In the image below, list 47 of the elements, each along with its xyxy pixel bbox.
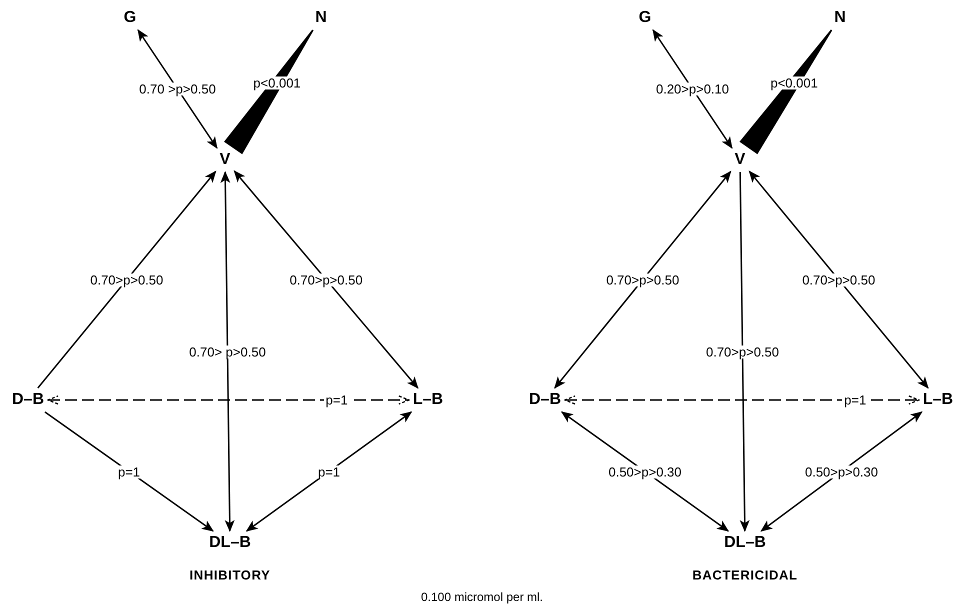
node-label: N xyxy=(834,10,846,26)
wedge-connector xyxy=(224,30,314,154)
edge-label: 0.50>p>0.30 xyxy=(802,465,880,478)
node-label: N xyxy=(315,10,327,26)
arrow xyxy=(554,170,732,389)
node-label: V xyxy=(734,152,746,168)
edge-label: 0.50>p>0.30 xyxy=(606,465,684,478)
arrow xyxy=(246,411,412,532)
node-label: V xyxy=(220,152,230,168)
edge-label: p=1 xyxy=(316,465,342,478)
arrow xyxy=(739,172,750,532)
node-label: D–B xyxy=(529,392,561,408)
panel-title: INHIBITORY xyxy=(190,566,270,584)
arrow xyxy=(760,411,923,532)
panel-title: BACTERICIDAL xyxy=(692,566,798,584)
edge-label: 0.70 >p>0.50 xyxy=(137,82,218,96)
edge-label: 0.70> p>0.50 xyxy=(187,345,268,358)
node-label: D–B xyxy=(12,392,44,408)
arrow xyxy=(44,411,214,532)
node-label: DL–B xyxy=(209,535,251,551)
arrow xyxy=(652,29,733,149)
edge-label: 0.70>p>0.50 xyxy=(88,273,166,286)
edge-label: 0.70>p>0.50 xyxy=(800,273,878,286)
edge-label: 0.70>p>0.50 xyxy=(288,273,365,286)
edge-label: p<0.001 xyxy=(768,76,820,90)
caption-text: 0.100 micromol per ml. xyxy=(420,589,544,606)
arrow xyxy=(220,171,235,532)
wedge-connector xyxy=(740,30,832,154)
edge-label: 0.20>p>0.10 xyxy=(654,82,732,96)
node-label: L–B xyxy=(412,392,444,408)
node-label: DL–B xyxy=(724,535,766,551)
arrow xyxy=(748,170,929,389)
edge-label: p=1 xyxy=(116,465,142,478)
node-label: G xyxy=(638,10,652,26)
edge-label: p=1 xyxy=(842,394,868,406)
arrow xyxy=(37,170,216,388)
arrow xyxy=(560,411,730,532)
arrow xyxy=(234,170,418,389)
node-label: G xyxy=(124,10,136,26)
edge-label: 0.70>p>0.50 xyxy=(704,345,782,358)
dashed-arrow xyxy=(47,395,410,405)
node-label: L–B xyxy=(922,392,954,408)
arrow xyxy=(137,29,218,149)
edge-label: 0.70>p>0.50 xyxy=(604,273,682,286)
edge-label: p<0.001 xyxy=(251,76,303,90)
edge-label: p=1 xyxy=(324,394,350,406)
dashed-arrow xyxy=(564,395,920,405)
